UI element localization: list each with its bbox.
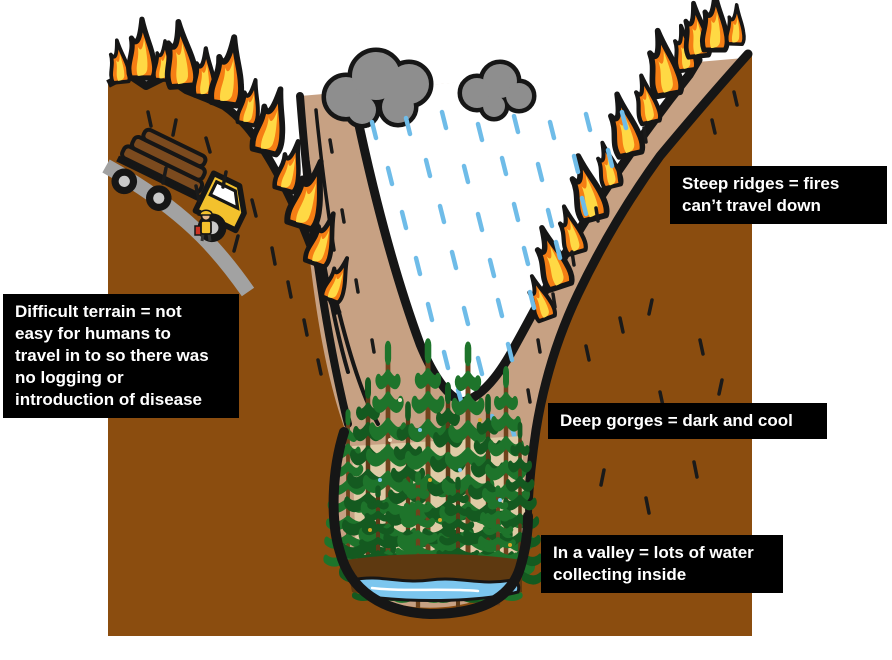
landmass [108, 54, 752, 636]
label-difficult-terrain: Difficult terrain = not easy for humans … [3, 294, 239, 418]
sky-gap-left-outline [347, 87, 467, 407]
right-crest-outline [522, 49, 753, 527]
label-line: Difficult terrain = not [15, 302, 182, 321]
label-line: Steep ridges = fires [682, 174, 840, 193]
label-line: In a valley = lots of water [553, 543, 754, 562]
label-line: easy for humans to [15, 324, 171, 343]
basin-outline [328, 427, 533, 620]
scrub-marks [146, 90, 739, 515]
cloud-icon [321, 47, 434, 129]
logger-body [200, 220, 212, 235]
valley-sky-gap [352, 60, 698, 402]
label-steep-ridges: Steep ridges = fires can’t travel down [670, 166, 887, 224]
label-line: introduction of disease [15, 390, 203, 409]
label-in-valley: In a valley = lots of water collecting i… [541, 535, 783, 593]
flatbed [116, 155, 203, 203]
truck-window [208, 179, 240, 211]
label-line: travel in to so there was [15, 346, 209, 365]
cloud-icon [457, 59, 537, 122]
creek-highlight [370, 586, 480, 593]
log-pile [120, 127, 208, 195]
label-line: can’t travel down [682, 196, 821, 215]
logger-hat [197, 209, 215, 216]
label-line: Deep gorges = dark and cool [560, 411, 793, 430]
logger-icon [194, 209, 215, 242]
label-line: collecting inside [553, 565, 687, 584]
label-line: no logging or [15, 368, 124, 387]
label-deep-gorges: Deep gorges = dark and cool [548, 403, 827, 439]
